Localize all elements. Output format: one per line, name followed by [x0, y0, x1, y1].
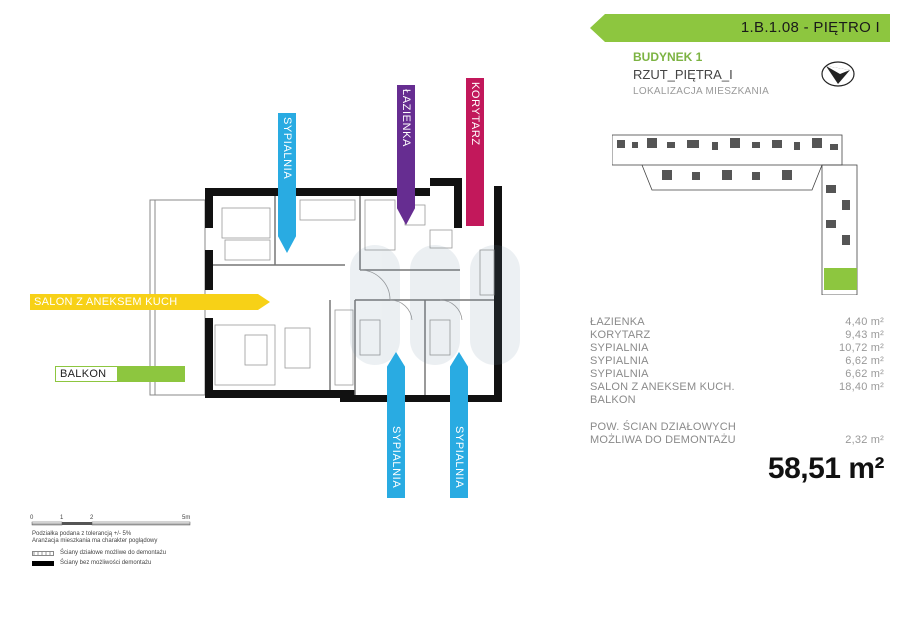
scale-note: Podziałka podana z tolerancją +/- 5% Ara…	[32, 531, 157, 545]
label-sypialnia-bottom-2: SYPIALNIA	[450, 352, 468, 498]
scale-note-2: Aranżacja mieszkania ma charakter pogląd…	[32, 538, 158, 544]
highlighted-unit	[824, 268, 857, 290]
label-sypialnia-top: SYPIALNIA	[278, 113, 296, 253]
label-korytarz: KORYTARZ	[466, 78, 484, 226]
label-sypialnia-bottom-1: SYPIALNIA	[387, 352, 405, 498]
legend-row-solid: Ściany bez możliwości demontażu	[32, 558, 166, 568]
unit-code-banner: 1.B.1.08 - PIĘTRO I	[590, 14, 890, 42]
label-salon-text: SALON Z ANEKSEM KUCH	[34, 296, 178, 308]
removable-walls-note: POW. ŚCIAN DZIAŁOWYCH MOŻLIWA DO DEMONTA…	[590, 421, 884, 447]
legend-row-dashed: Ściany działowe możliwe do demontażu	[32, 548, 166, 558]
unit-code: 1.B.1.08 - PIĘTRO I	[740, 19, 880, 36]
label-balkon-bar	[118, 366, 185, 382]
partition-walls	[213, 196, 494, 395]
scale-tick-0: 0	[30, 515, 34, 521]
label-sypialnia-bottom-2-text: SYPIALNIA	[453, 426, 465, 489]
area-row: BALKON	[590, 394, 636, 406]
label-balkon: BALKON	[55, 366, 185, 382]
dashed-wall-swatch	[32, 550, 54, 556]
wall-legend: Ściany działowe możliwe do demontażu Ści…	[32, 548, 166, 568]
label-balkon-text: BALKON	[60, 368, 107, 380]
location-label: LOKALIZACJA MIESZKANIA	[633, 86, 770, 97]
total-area: 58,51 m²	[767, 452, 885, 485]
scale-tick-5: 5m	[182, 515, 190, 521]
label-korytarz-text: KORYTARZ	[469, 82, 481, 146]
label-sypialnia-top-text: SYPIALNIA	[281, 117, 293, 180]
solid-wall-swatch	[32, 560, 54, 566]
label-sypialnia-bottom-1-text: SYPIALNIA	[390, 426, 402, 489]
walls-note-value: 2,32 m²	[845, 434, 884, 446]
furniture	[214, 199, 495, 386]
floor-plan-name: RZUT_PIĘTRA_I	[633, 67, 733, 82]
label-lazienka: ŁAZIENKA	[397, 85, 415, 225]
scale-tick-2: 2	[90, 515, 94, 521]
legend-solid-text: Ściany bez możliwości demontażu	[60, 560, 152, 566]
north-arrow-icon	[821, 61, 855, 87]
label-lazienka-text: ŁAZIENKA	[400, 89, 412, 147]
watermark	[350, 245, 520, 365]
label-balkon-box: BALKON	[55, 366, 118, 382]
label-salon: SALON Z ANEKSEM KUCH	[30, 294, 270, 310]
building-label: BUDYNEK 1	[633, 50, 703, 64]
building-location-map	[612, 134, 858, 295]
scale-note-1: Podziałka podana z tolerancją +/- 5%	[32, 531, 132, 537]
legend-dashed-text: Ściany działowe możliwe do demontażu	[60, 550, 167, 556]
area-row: SALON Z ANEKSEM KUCH.18,40 m²	[590, 381, 884, 393]
scale-bar: 0 1 2 5m	[30, 515, 190, 526]
scale-tick-1: 1	[60, 515, 64, 521]
walls-note-line1: POW. ŚCIAN DZIAŁOWYCH	[590, 421, 736, 433]
apartment-floor-plan	[149, 178, 520, 402]
walls-note-line2: MOŻLIWA DO DEMONTAŻU	[590, 434, 736, 446]
structural-walls	[205, 178, 502, 402]
